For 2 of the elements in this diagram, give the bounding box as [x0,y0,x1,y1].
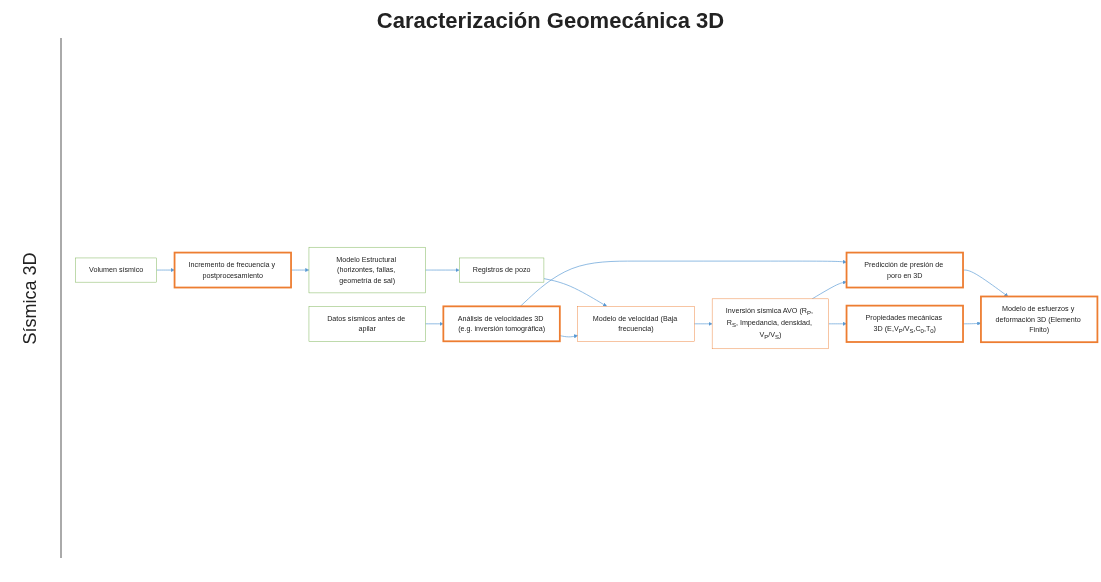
bracket-label: Sísmica 3D [19,252,41,344]
diagram-title: Caracterización Geomecánica 3D [375,8,726,34]
